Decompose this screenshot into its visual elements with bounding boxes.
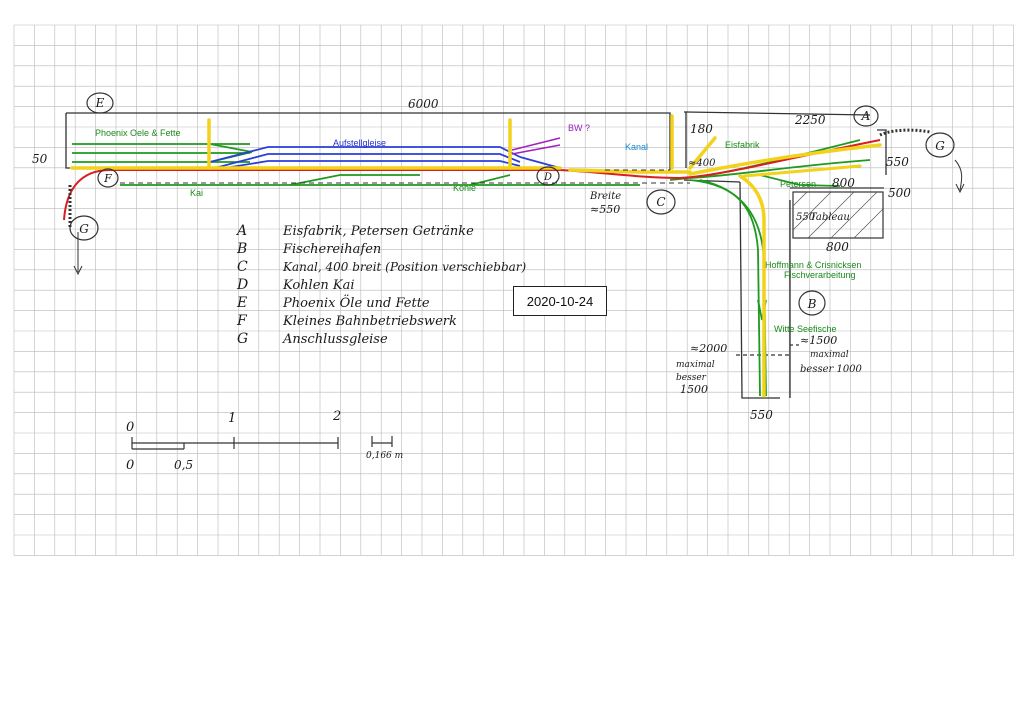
dim-right-branch-length: ≈1500 xyxy=(800,334,837,347)
scale-tick-05: 0,5 xyxy=(174,458,193,472)
dim-left-branch-length: ≈2000 xyxy=(690,342,727,355)
circle-a xyxy=(853,105,879,127)
tableau-dim: 550 xyxy=(796,212,816,223)
label-bw: BW ? xyxy=(568,123,590,133)
dim-tableau-width: 800 xyxy=(826,240,849,254)
scale-tick-1: 1 xyxy=(228,411,236,426)
circle-e-text: E xyxy=(95,96,105,110)
layout-outline xyxy=(65,111,887,399)
tracks-dashed xyxy=(120,169,690,184)
circle-d xyxy=(536,166,560,186)
legend-text-f: Kleines Bahnbetriebswerk xyxy=(282,314,457,329)
circle-d-text: D xyxy=(543,172,552,183)
circle-g-left-text: G xyxy=(79,222,89,236)
circle-g-right xyxy=(925,132,955,158)
tracks-purple xyxy=(511,137,561,155)
dim-left-branch-better: besser xyxy=(676,373,707,383)
date-label: 2020-10-24 xyxy=(513,286,607,316)
legend-text-a: Eisfabrik, Petersen Getränke xyxy=(282,224,474,239)
legend-key-a: A xyxy=(235,223,247,239)
scale-bar xyxy=(131,436,393,450)
legend-text-e: Phoenix Öle und Fette xyxy=(282,294,430,311)
label-hoffmann: Hoffmann & Crisnicksen xyxy=(765,260,861,270)
legend-text-b: Fischereihafen xyxy=(282,242,381,257)
circle-f xyxy=(97,168,119,188)
dim-breite-label: Breite xyxy=(589,191,621,202)
legend-text-d: Kohlen Kai xyxy=(282,278,355,293)
label-fischverarbeitung: Fischverarbeitung xyxy=(784,270,856,280)
dim-bottom-width: 550 xyxy=(750,408,773,422)
siding-g-right xyxy=(879,128,965,194)
dim-canal-offset: ≈400 xyxy=(688,158,716,169)
dim-right-branch-max: maximal xyxy=(810,350,849,360)
circle-c-text: C xyxy=(656,195,665,209)
dim-right-width: 550 xyxy=(886,155,909,169)
legend-key-c: C xyxy=(237,259,248,275)
circle-f-text: F xyxy=(103,172,112,185)
tracks-red xyxy=(63,139,881,221)
tracks-blue xyxy=(209,146,561,169)
legend-key-g: G xyxy=(237,331,248,347)
label-kanal: Kanal xyxy=(625,142,648,152)
circle-e xyxy=(86,92,114,114)
scale-tick-2: 2 xyxy=(332,409,341,424)
legend-key-e: E xyxy=(236,295,247,311)
circle-a-text: A xyxy=(861,109,871,123)
legend-text-g: Anschlussgleise xyxy=(282,332,388,347)
legend-key-f: F xyxy=(236,313,248,329)
dim-upper-offset: 180 xyxy=(690,122,713,136)
legend: A Eisfabrik, Petersen Getränke B Fischer… xyxy=(235,223,527,347)
dim-left-branch-max: maximal xyxy=(676,360,715,370)
dim-right-branch-better: besser 1000 xyxy=(800,364,863,375)
scale-tick-0-top: 0 xyxy=(126,420,134,435)
label-kai: Kai xyxy=(190,188,203,198)
dim-breite-value: ≈550 xyxy=(590,203,620,216)
legend-key-d: D xyxy=(236,277,248,293)
label-phoenix: Phoenix Oele & Fette xyxy=(95,128,181,138)
tableau-box xyxy=(792,191,884,239)
circle-c xyxy=(646,189,676,215)
circle-b xyxy=(798,290,826,316)
legend-key-b: B xyxy=(236,241,247,257)
label-petersen: Petersen xyxy=(780,179,816,189)
legend-text-c: Kanal, 400 breit (Position verschiebbar) xyxy=(282,260,527,274)
label-kohle: Kohle xyxy=(453,183,476,193)
dim-petersen: 800 xyxy=(832,176,855,190)
tableau-label: Tableau xyxy=(810,212,850,223)
label-witte: Witte Seefische xyxy=(774,324,837,334)
dim-right-section: 2250 xyxy=(794,113,826,127)
dim-right-extra: 500 xyxy=(888,186,911,200)
circle-g-right-text: G xyxy=(935,139,945,153)
dim-total-length: 6000 xyxy=(408,97,439,111)
dim-left-branch-better-value: 1500 xyxy=(680,383,708,396)
label-aufstellgleise: Aufstellgleise xyxy=(333,138,386,148)
dim-left-width: 50 xyxy=(32,152,48,166)
label-eisfabrik: Eisfabrik xyxy=(725,140,760,150)
circle-b-text: B xyxy=(807,297,817,311)
tracks-yellow xyxy=(70,114,882,398)
scale-small: 0,166 m xyxy=(366,451,403,461)
scale-tick-0-bottom: 0 xyxy=(126,458,134,473)
circle-labels xyxy=(69,92,955,316)
circle-g-left xyxy=(69,215,99,241)
